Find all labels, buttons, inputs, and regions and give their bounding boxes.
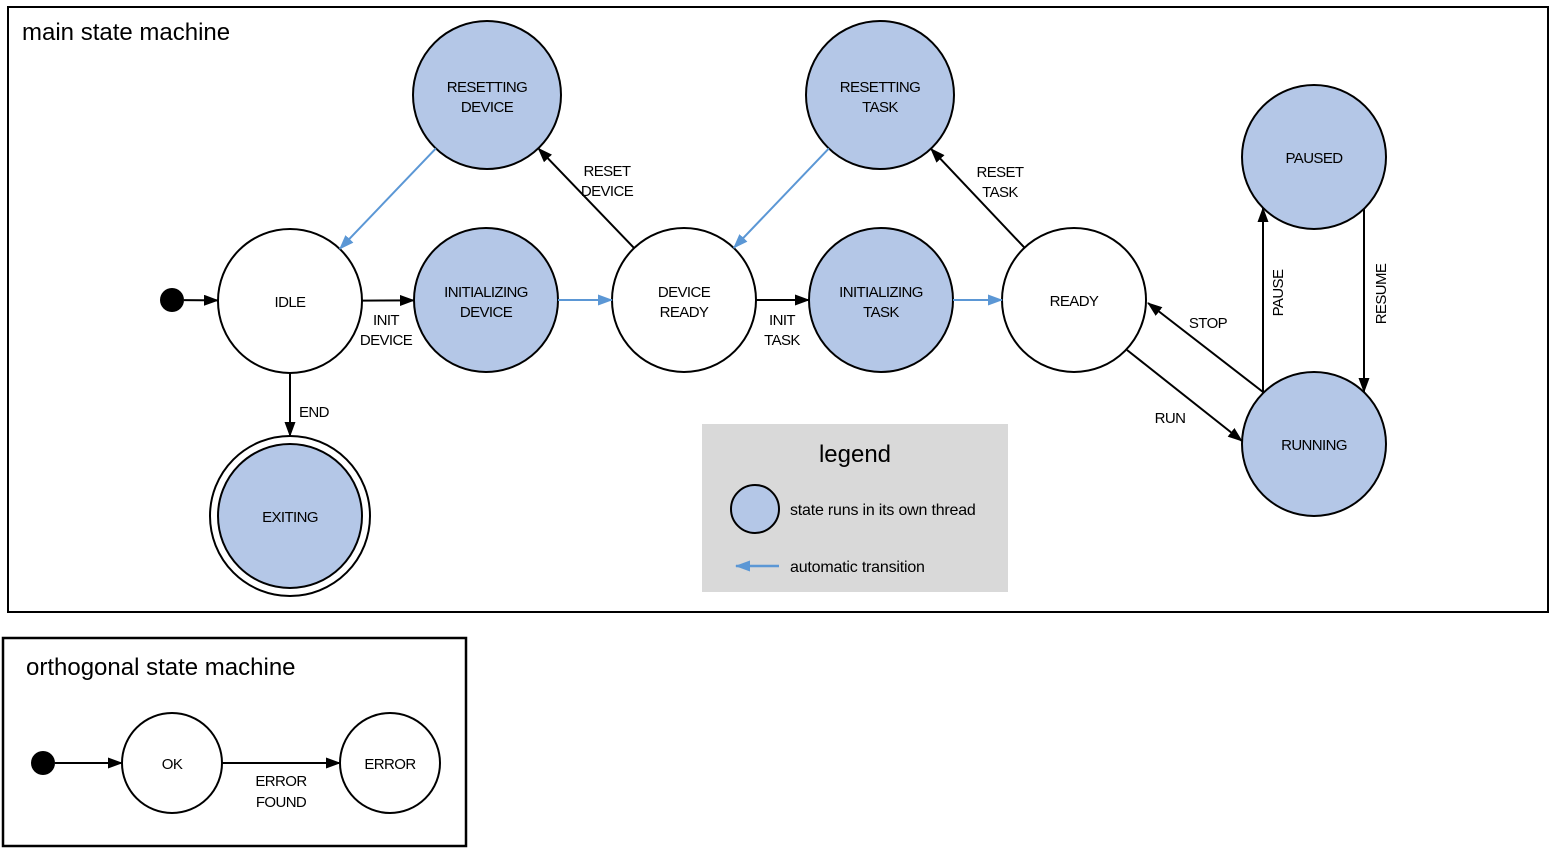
- legend-threaded-state-icon: [731, 485, 779, 533]
- transition-running-to-ready-label: STOP: [1189, 315, 1228, 332]
- state-paused-label: PAUSED: [1286, 150, 1344, 167]
- state-exiting-label: EXITING: [262, 509, 318, 526]
- state-resetting-task-label: RESETTING: [840, 79, 920, 96]
- transition-ready-to-resetting-task-label: RESET: [976, 164, 1023, 181]
- transition-ok-to-error-label: ERROR: [255, 773, 307, 790]
- transition-device-ready-to-initializing-task-label: INIT: [769, 312, 795, 329]
- transition-running-to-paused-label: PAUSE: [1270, 269, 1287, 316]
- transition-idle-to-initializing-device-label: DEVICE: [360, 332, 413, 349]
- state-idle-label: IDLE: [275, 294, 307, 311]
- legend-automatic-transition-text: automatic transition: [790, 559, 925, 576]
- orthogonal-machine-title: orthogonal state machine: [26, 654, 296, 681]
- legend-threaded-state-text: state runs in its own thread: [790, 502, 976, 519]
- legend: legend state runs in its own thread automa…: [702, 424, 1008, 592]
- state-ready-label: READY: [1050, 293, 1099, 310]
- state-initializing-device-label: DEVICE: [460, 304, 513, 321]
- state-initializing-task-label: INITIALIZING: [839, 284, 923, 301]
- transition-ready-to-resetting-task-label: TASK: [982, 184, 1018, 201]
- state-device-ready-label: READY: [660, 304, 709, 321]
- state-initializing-device-label: INITIALIZING: [444, 284, 528, 301]
- state-error-label: ERROR: [364, 756, 416, 773]
- state-ok-label: OK: [162, 756, 183, 773]
- state-resetting-device-label: DEVICE: [461, 99, 514, 116]
- state-initializing-task-label: TASK: [863, 304, 899, 321]
- transition-device-ready-to-initializing-task-label: TASK: [764, 332, 800, 349]
- transition-resetting-task-to-device-ready: [734, 148, 829, 247]
- transition-device-ready-to-resetting-device-label: RESET: [583, 163, 630, 180]
- transition-idle-to-exiting-label: END: [299, 404, 330, 421]
- transition-ok-to-error-label: FOUND: [256, 794, 307, 811]
- state-resetting-device-label: RESETTING: [447, 79, 527, 96]
- state-running-label: RUNNING: [1281, 437, 1347, 454]
- transition-idle-to-initializing-device-label: INIT: [373, 312, 399, 329]
- state-resetting-task-label: TASK: [862, 99, 898, 116]
- transition-paused-to-running-label: RESUME: [1373, 263, 1390, 324]
- legend-title: legend: [819, 441, 891, 468]
- transition-device-ready-to-resetting-device-label: DEVICE: [581, 183, 634, 200]
- transition-ready-to-running-label: RUN: [1155, 410, 1186, 427]
- orthogonal-initial-state-dot: [31, 751, 55, 775]
- transition-resetting-device-to-idle: [340, 148, 436, 248]
- main-initial-state-dot: [160, 288, 184, 312]
- state-device-ready-label: DEVICE: [658, 284, 711, 301]
- main-machine-title: main state machine: [22, 19, 230, 46]
